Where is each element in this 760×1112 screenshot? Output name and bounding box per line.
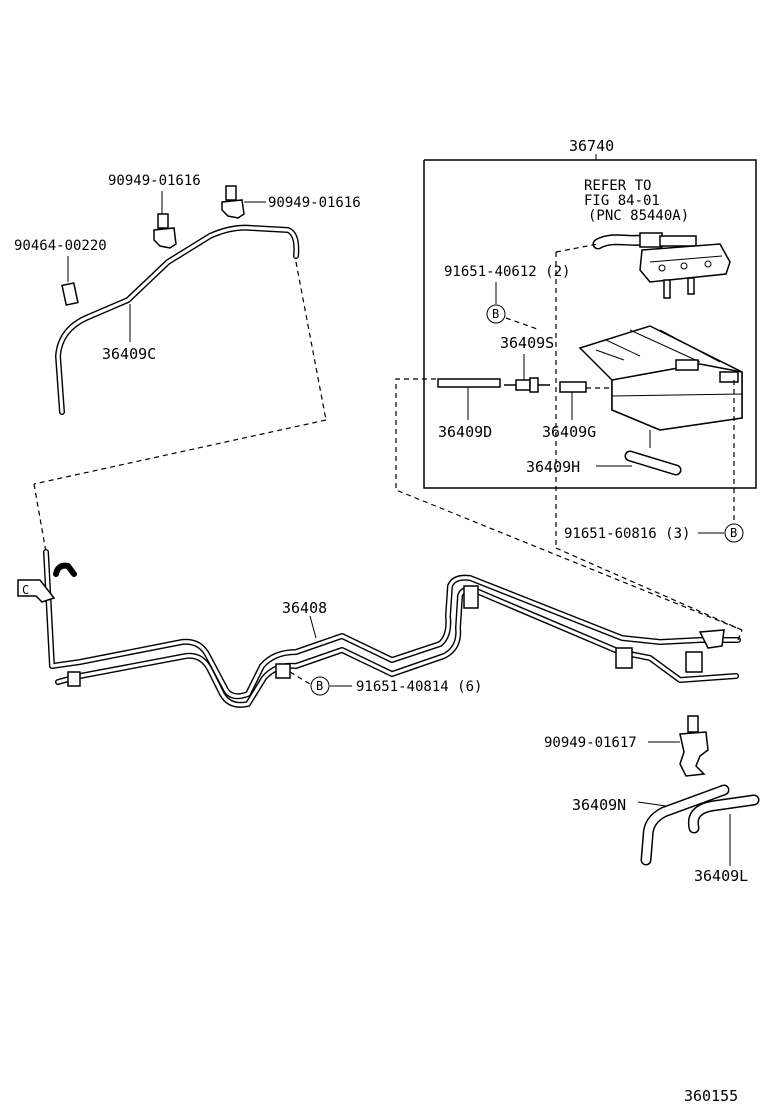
bolt-marker-b-1-text: B	[492, 307, 499, 321]
label-36408: 36408	[282, 599, 327, 617]
canister-assembly-36740: 36740 REFER TO FIG 84-01 (PNC 85440A) 91…	[423, 137, 757, 489]
label-36409H: 36409H	[526, 458, 580, 476]
svg-text:C: C	[22, 583, 29, 597]
label-refer-line2: FIG 84-01	[584, 193, 660, 209]
check-valve-36409S	[504, 377, 550, 393]
label-36409C: 36409C	[102, 345, 156, 363]
vacuum-switching-valve	[555, 232, 731, 299]
bolt-marker-b-3	[310, 676, 330, 696]
figure-number: 360155	[684, 1087, 738, 1105]
clamp-90464-00220	[61, 282, 79, 306]
pipe-assembly-36408: C	[17, 549, 743, 708]
bolt-marker-b-2	[724, 523, 744, 543]
label-90949-01617: 90949-01617	[544, 735, 637, 751]
label-90949-01616-b: 90949-01616	[268, 195, 361, 211]
label-36409S: 36409S	[500, 334, 554, 352]
label-36409G: 36409G	[542, 423, 596, 441]
label-36740: 36740	[569, 137, 614, 155]
label-90949-01616-a: 90949-01616	[108, 173, 201, 189]
charcoal-canister	[578, 325, 743, 448]
bolt-marker-b-3-text: B	[316, 679, 323, 693]
label-90464-00220: 90464-00220	[14, 238, 107, 254]
hose-36409L	[687, 794, 760, 834]
clip-90949-01616-a	[153, 213, 177, 249]
label-36409N: 36409N	[572, 796, 626, 814]
bolt-marker-b-1	[486, 304, 506, 324]
hose-36409D	[437, 378, 501, 388]
label-refer-line3: (PNC 85440A)	[588, 208, 689, 224]
label-36409L: 36409L	[694, 867, 748, 885]
label-91651-40612: 91651-40612 (2)	[444, 264, 570, 280]
label-91651-40814: 91651-40814 (6)	[356, 679, 482, 695]
clip-90949-01616-b	[221, 185, 245, 219]
hose-36409G	[559, 381, 612, 393]
label-refer-line1: REFER TO	[584, 178, 651, 194]
bolt-marker-b-2-text: B	[730, 526, 737, 540]
label-91651-60816: 91651-60816 (3)	[564, 526, 690, 542]
label-36409D: 36409D	[438, 423, 492, 441]
hose-36409N	[640, 784, 730, 866]
hose-36409H	[624, 450, 682, 476]
clip-90949-01617	[679, 715, 709, 777]
hose-36409C	[55, 224, 300, 415]
